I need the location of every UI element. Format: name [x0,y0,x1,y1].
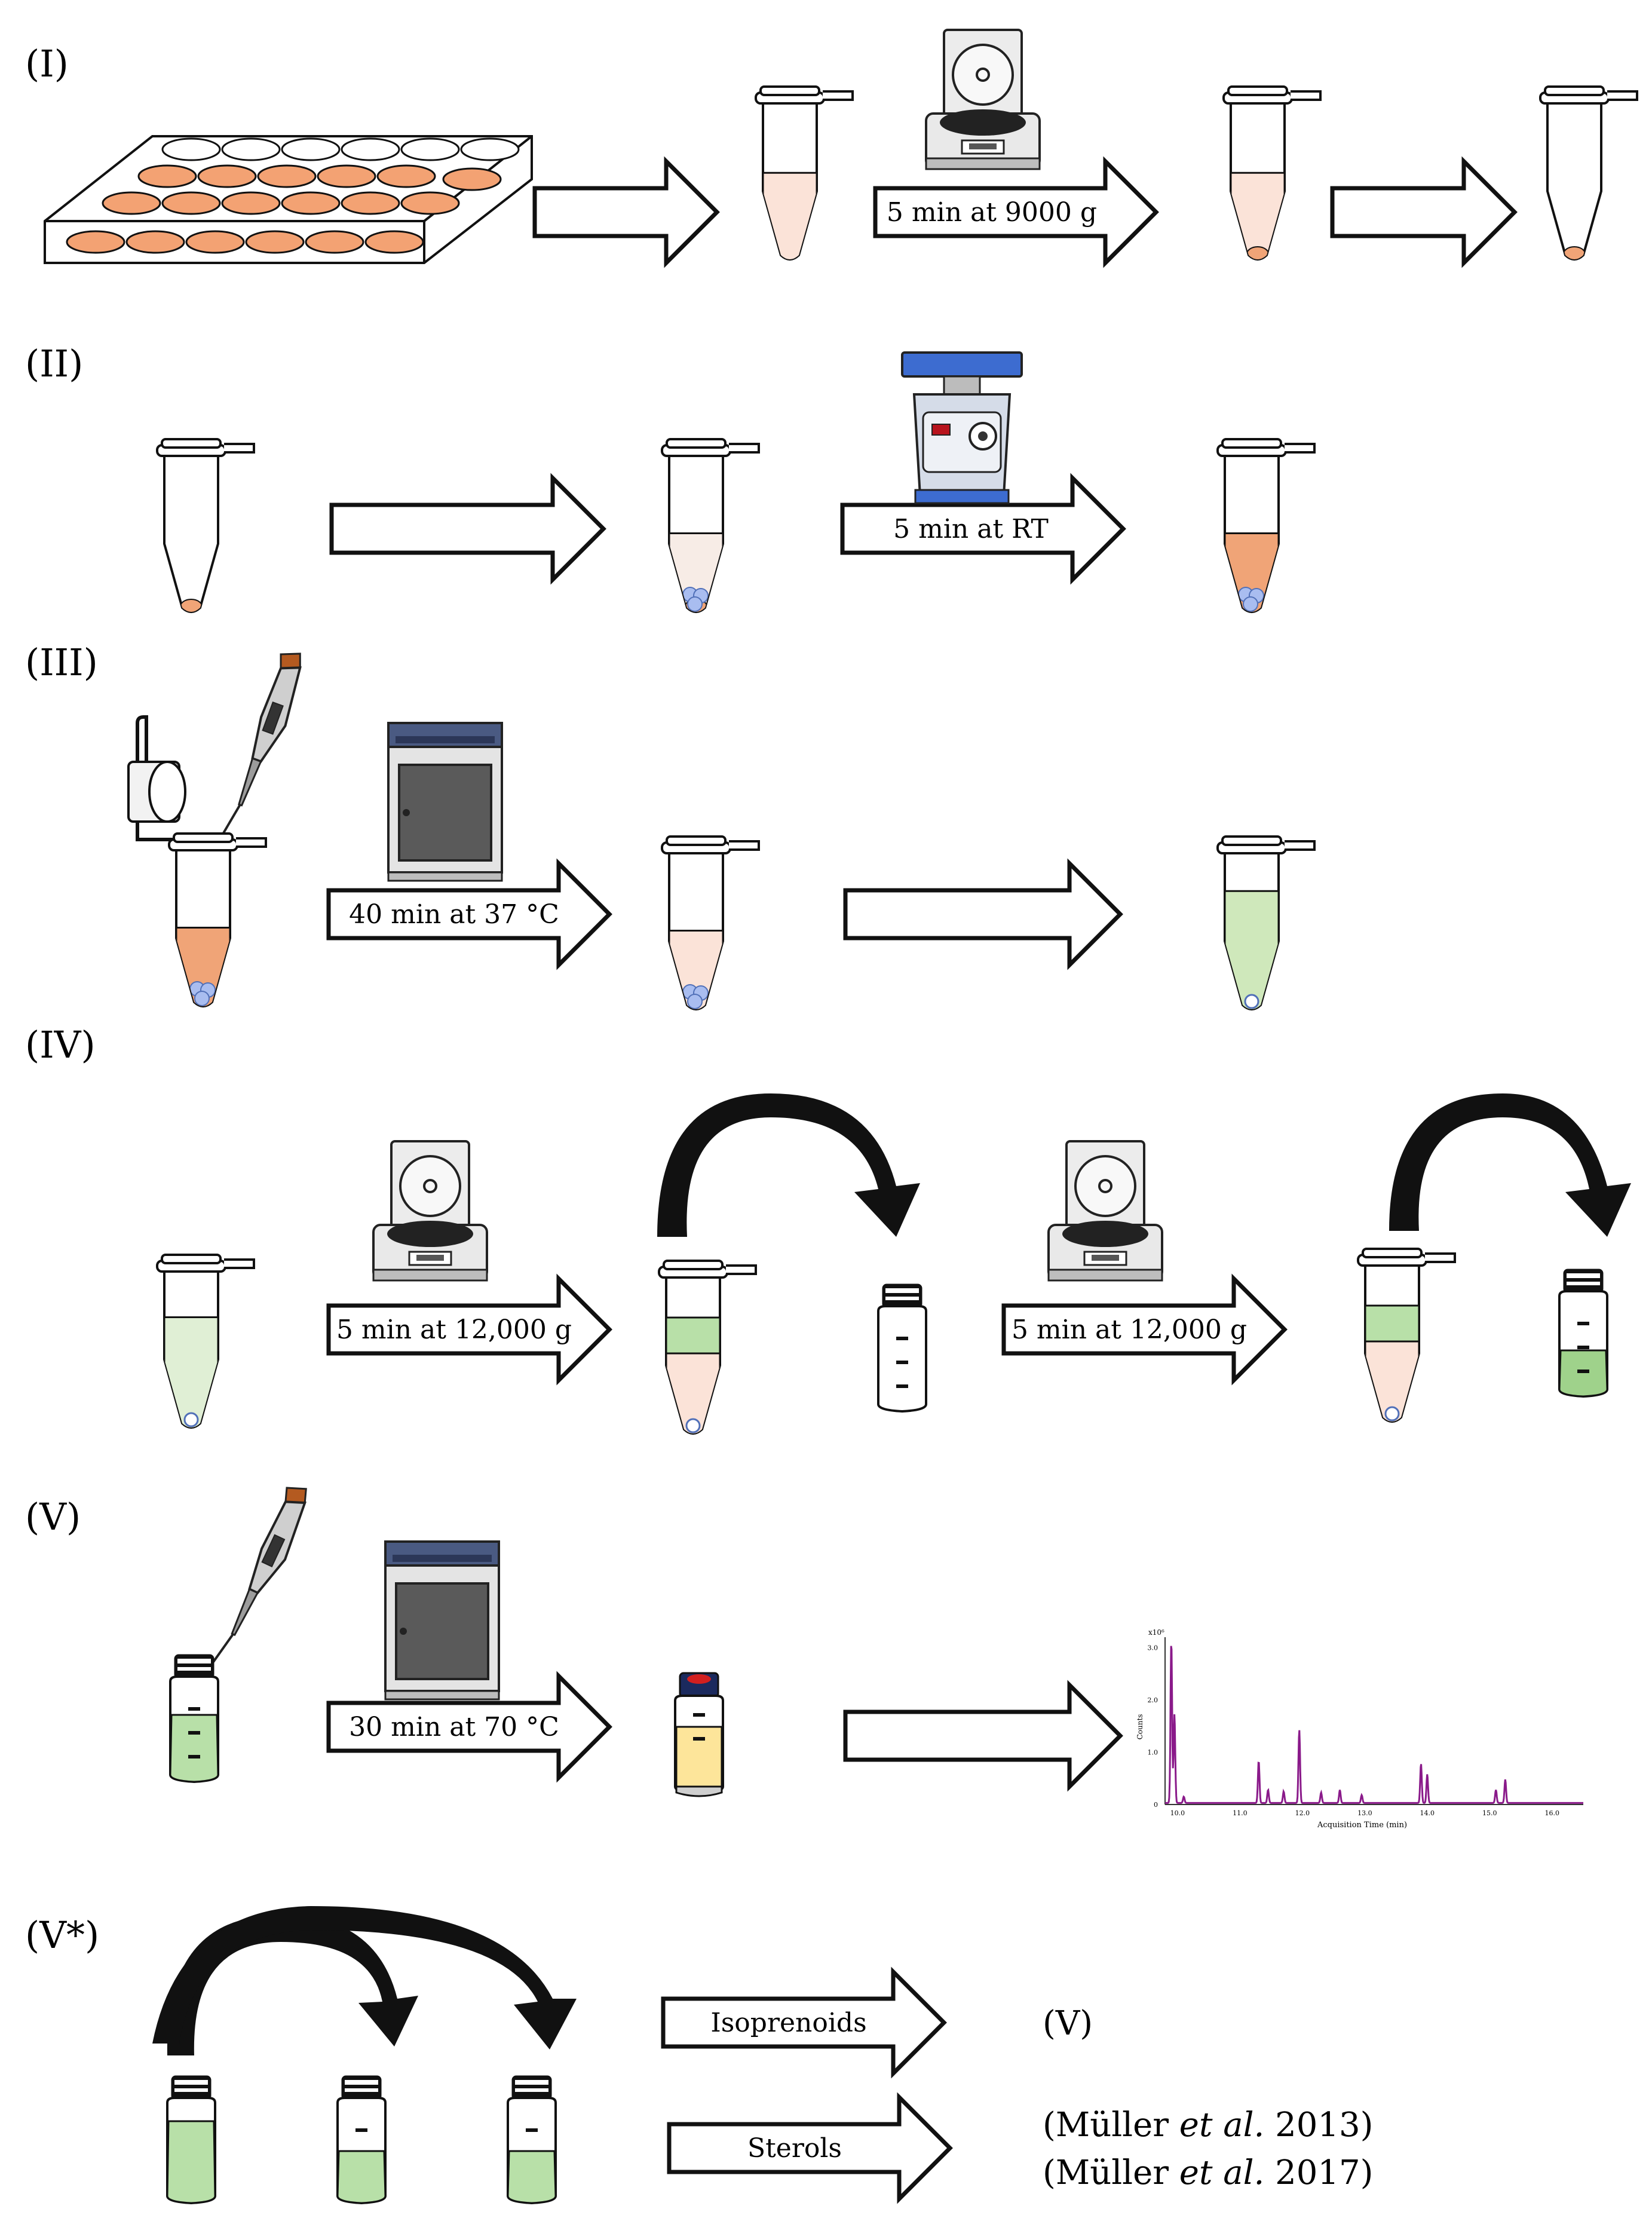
vial-green-1 [167,2076,215,2203]
arrow [532,156,720,268]
arrow [843,858,1123,970]
arrow [843,1680,1123,1792]
well-plate [44,135,533,264]
y-tick-label: 1.0 [1148,1749,1158,1757]
chromatogram: x10⁶ Counts Acquisition Time (min) 3.0 2.… [1136,1628,1583,1830]
x-tick-label: 11.0 [1233,1809,1248,1817]
arrow [329,473,606,585]
isoprenoids-label: Isoprenoids [710,2008,866,2038]
sealed-vial [674,1672,724,1797]
microcentrifuge-tube [156,1254,255,1429]
filled-vial [1559,1270,1607,1396]
transfer-arrow [167,1915,418,2055]
arrow-sterols [667,2092,953,2204]
transfer-arrow [152,1906,577,2049]
arrow [840,473,1126,585]
microcentrifuge-tube [1357,1248,1456,1423]
arrow [326,858,612,970]
transfer-arrow [1389,1093,1631,1237]
incubator [387,722,503,882]
arrow [326,1671,612,1783]
y-tick-label: 2.0 [1148,1696,1158,1704]
step-label-IV: (IV) [25,1023,96,1067]
condition-label-IV-1: 5 min at 12,000 g [336,1315,572,1345]
microcentrifuge-tube [1216,835,1316,1010]
x-tick-label: 12.0 [1295,1809,1310,1817]
arrow [873,156,1159,268]
transfer-arrow [657,1093,920,1237]
sterols-label: Sterols [747,2133,842,2164]
microcentrifuge-tube [156,438,255,613]
centrifuge [925,29,1041,170]
arrow [326,1273,612,1386]
condition-label-I: 5 min at 9000 g [887,197,1097,228]
microcentrifuge-tube [658,1260,757,1435]
condition-label-II: 5 min at RT [893,514,1049,544]
vial-green-3 [508,2076,556,2203]
step-label-II: (II) [25,342,83,385]
y-scale-label: x10⁶ [1148,1628,1164,1637]
condition-label-IV-2: 5 min at 12,000 g [1012,1315,1247,1345]
x-tick-label: 16.0 [1545,1809,1560,1817]
y-tick-label: 3.0 [1148,1644,1158,1652]
arrow [1330,156,1518,268]
x-tick-label: 13.0 [1357,1809,1372,1817]
reference-muller-2013: (Müller et al. 2013) [1043,2106,1374,2144]
step-label-I: (I) [25,42,69,85]
microcentrifuge-tube [661,438,760,613]
condition-label-V: 30 min at 70 °C [349,1712,559,1742]
tape-dispenser [127,715,191,841]
chromatogram-trace [1165,1646,1583,1804]
x-tick-label: 14.0 [1420,1809,1435,1817]
microcentrifuge-tube [1216,438,1316,613]
arrow [1001,1273,1288,1386]
x-tick-label: 15.0 [1482,1809,1497,1817]
arrow-isoprenoids [661,1966,947,2079]
step-label-V: (V) [25,1495,81,1539]
x-tick-label: 10.0 [1170,1809,1185,1817]
microcentrifuge-tube [168,832,267,1007]
centrifuge [372,1140,488,1282]
y-axis-label: Counts [1136,1714,1144,1740]
condition-label-III: 40 min at 37 °C [349,899,559,930]
empty-vial [878,1285,926,1411]
microcentrifuge-tube [755,85,854,261]
reference-muller-2017: (Müller et al. 2017) [1043,2153,1374,2192]
incubator [384,1540,500,1701]
microcentrifuge-tube [1222,85,1322,261]
reference-step-v: (V) [1043,2004,1093,2043]
green-vial [170,1655,218,1782]
y-tick-label: 0 [1154,1801,1158,1809]
vortex-mixer [901,351,1023,504]
step-label-III: (III) [25,641,98,684]
x-axis-label: Acquisition Time (min) [1317,1821,1407,1830]
microcentrifuge-tube [1539,85,1638,261]
vial-green-2 [338,2076,385,2203]
microcentrifuge-tube [661,835,760,1010]
centrifuge [1047,1140,1163,1282]
step-label-Vstar: (V*) [25,1913,99,1957]
